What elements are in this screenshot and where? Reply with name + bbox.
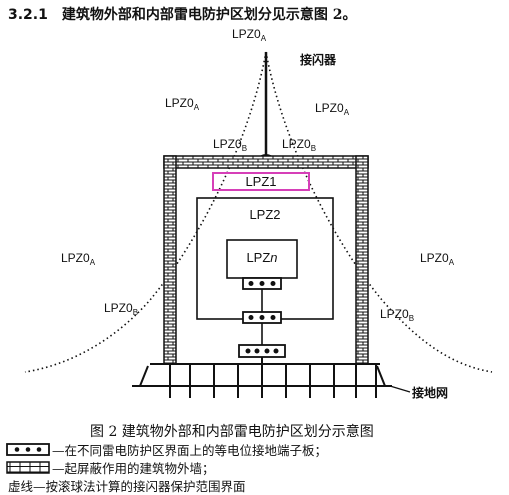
lpz1-label: LPZ1 <box>245 174 276 189</box>
right-wall <box>355 155 369 365</box>
protection-boundary-left <box>24 51 267 373</box>
lpzn-label: LPZn <box>246 250 277 265</box>
zone-label-side-left-b: LPZ0B <box>104 301 138 317</box>
legend-text-dashed-line: 虚线—按滚球法计算的接闪器保护范围界面 <box>8 479 246 494</box>
bonding-bar-lpzn <box>242 277 282 290</box>
air-terminal-label: 接闪器 <box>300 52 337 67</box>
figure-caption: 图 2 建筑物外部和内部雷电防护区划分示意图 <box>90 424 374 440</box>
grounding-grid <box>132 357 392 398</box>
legend-item-dashed-line: 虚线—按滚球法计算的接闪器保护范围界面 <box>8 476 246 495</box>
bonding-bar-lpz1 <box>238 344 286 358</box>
section-title: 建筑物外部和内部雷电防护区划分见示意图 2。 <box>61 7 357 23</box>
ground-net-leader <box>389 385 411 393</box>
bonding-bar-lpz2 <box>242 311 282 324</box>
lpz2-label: LPZ2 <box>249 207 280 222</box>
zone-label-top: LPZ0A <box>232 27 267 43</box>
zone-label-side-right-a: LPZ0A <box>420 251 455 267</box>
zone-label-roof-right: LPZ0B <box>282 137 316 153</box>
legend-item-brick-wall: —起屏蔽作用的建筑物外墙； <box>6 458 215 477</box>
legend-text-bonding-bar: —在不同雷电防护区界面上的等电位接地端子板； <box>52 443 328 458</box>
zone-label-roof-left: LPZ0B <box>213 137 247 153</box>
protection-boundary-right <box>265 51 493 373</box>
section-number: 3.2.1 <box>8 7 48 23</box>
bonding-bar-icon <box>6 443 50 456</box>
zone-label-side-left-a: LPZ0A <box>61 251 96 267</box>
brick-wall-icon <box>6 461 50 474</box>
zone-label-upper-right: LPZ0A <box>315 101 350 117</box>
legend-item-bonding-bar: —在不同雷电防护区界面上的等电位接地端子板； <box>6 440 327 459</box>
zone-label-upper-left: LPZ0A <box>165 96 200 112</box>
zone-label-side-right-b: LPZ0B <box>380 307 414 323</box>
legend-text-brick-wall: —起屏蔽作用的建筑物外墙； <box>52 461 215 476</box>
section-heading: 3.2.1 建筑物外部和内部雷电防护区划分见示意图 2。 <box>8 4 357 24</box>
lpz1-box <box>212 172 310 191</box>
lightning-zone-diagram: LPZ1 LPZ2 LPZn 接地网 接闪器 <box>24 27 493 400</box>
ground-net-label: 接地网 <box>412 385 448 400</box>
roof-wall <box>163 155 369 169</box>
left-wall <box>163 155 177 365</box>
